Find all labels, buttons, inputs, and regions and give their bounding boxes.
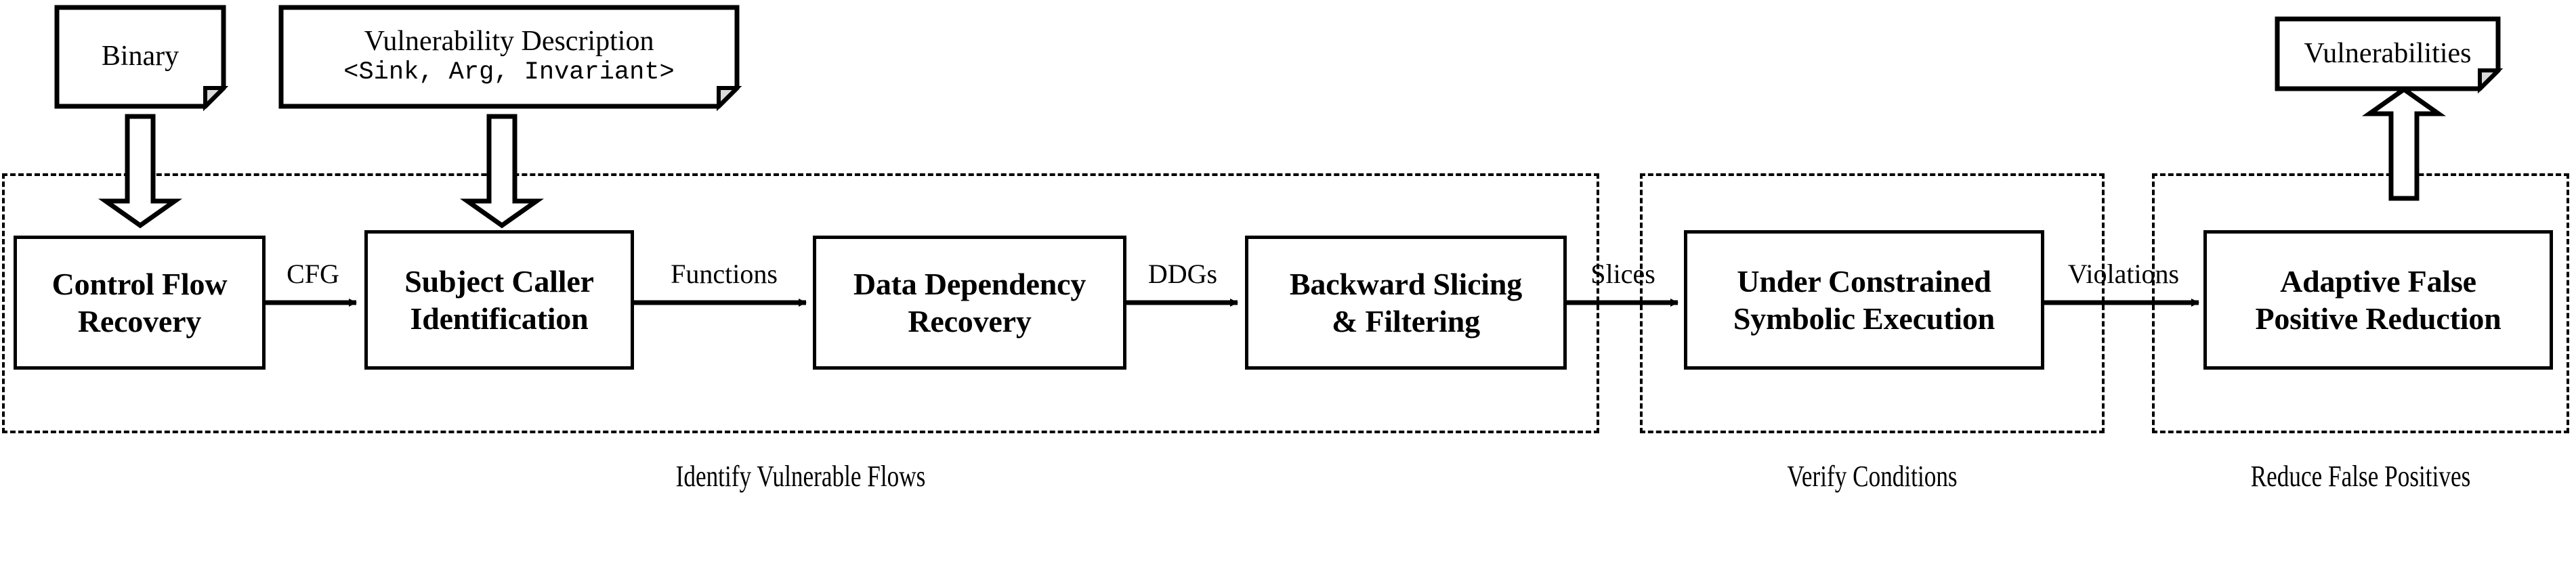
group-caption-reduce-false-positives: Reduce False Positives	[2250, 460, 2471, 493]
document-vulnerabilities: Vulnerabilities	[2277, 19, 2498, 89]
document-binary-label: Binary	[101, 41, 180, 72]
edge-label-ddgs: DDGs	[1147, 259, 1218, 289]
stage-label-control-flow-recovery-line2: Recovery	[77, 304, 202, 338]
stage-box-under-constrained-symbolic-execution[interactable]: Under Constrained Symbolic Execution	[1684, 230, 2044, 370]
edge-label-functions: Functions	[671, 259, 778, 289]
stage-label-adaptive-false-positive-reduction-line1: Adaptive False	[2280, 263, 2476, 299]
edge-label-violations: Violations	[2067, 259, 2180, 289]
document-vulnerabilities-label: Vulnerabilities	[2304, 37, 2472, 69]
group-caption-verify-conditions: Verify Conditions	[1787, 460, 1958, 493]
stage-label-data-dependency-recovery-line2: Recovery	[908, 304, 1032, 338]
document-vulnerability-description-label: Vulnerability Description	[364, 26, 654, 58]
stage-box-backward-slicing-filtering[interactable]: Backward Slicing & Filtering	[1245, 236, 1567, 370]
stage-box-adaptive-false-positive-reduction[interactable]: Adaptive False Positive Reduction	[2203, 230, 2553, 370]
stage-label-data-dependency-recovery-line1: Data Dependency	[853, 266, 1086, 301]
stage-label-subject-caller-identification-line2: Identification	[410, 301, 589, 336]
stage-label-under-constrained-symbolic-execution-line1: Under Constrained	[1737, 263, 1991, 299]
stage-label-backward-slicing-filtering-line1: Backward Slicing	[1289, 266, 1523, 301]
stage-box-control-flow-recovery[interactable]: Control Flow Recovery	[14, 236, 266, 370]
document-binary: Binary	[57, 7, 224, 106]
stage-label-adaptive-false-positive-reduction-line2: Positive Reduction	[2255, 301, 2501, 336]
stage-label-backward-slicing-filtering-line2: & Filtering	[1332, 304, 1480, 338]
edge-label-slices: Slices	[1590, 259, 1655, 289]
stage-box-subject-caller-identification[interactable]: Subject Caller Identification	[364, 230, 634, 370]
edge-label-cfg: CFG	[287, 259, 339, 289]
document-vulnerability-description: Vulnerability Description <Sink, Arg, In…	[281, 7, 737, 106]
stage-label-subject-caller-identification-line1: Subject Caller	[404, 263, 594, 299]
group-caption-identify-vulnerable-flows: Identify Vulnerable Flows	[675, 460, 926, 493]
stage-box-data-dependency-recovery[interactable]: Data Dependency Recovery	[813, 236, 1126, 370]
stage-label-control-flow-recovery-line1: Control Flow	[51, 266, 228, 301]
document-vulnerability-description-spec: <Sink, Arg, Invariant>	[343, 58, 675, 87]
stage-label-under-constrained-symbolic-execution-line2: Symbolic Execution	[1733, 301, 1996, 336]
